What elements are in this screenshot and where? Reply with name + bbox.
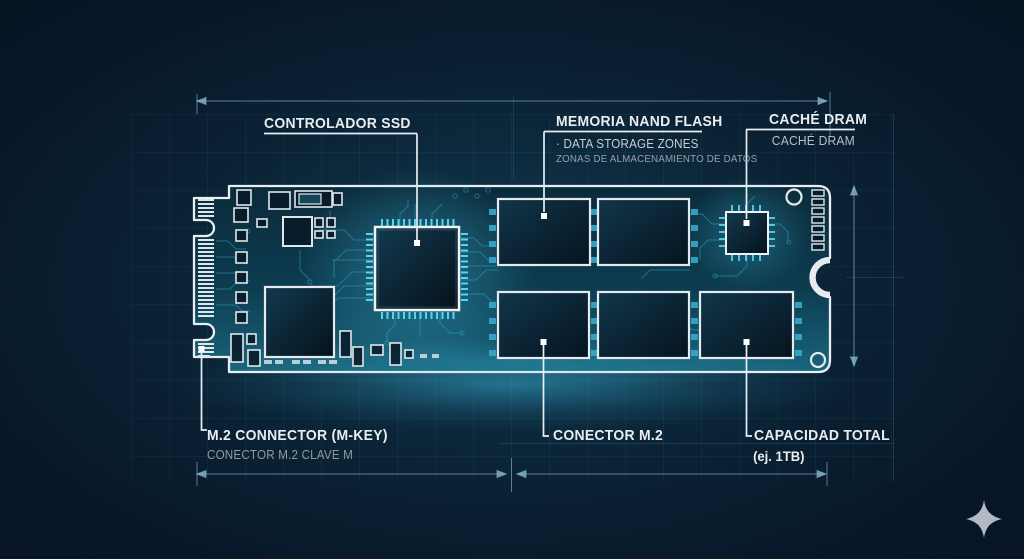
label-m2-key: M.2 CONNECTOR (M-KEY) CONECTOR M.2 CLAVE…	[207, 427, 388, 462]
solder-ticks	[264, 354, 439, 364]
grid-accent-horizontal	[500, 443, 893, 444]
label-m2-key-subtitle: CONECTOR M.2 CLAVE M	[207, 448, 354, 462]
sparkle-icon	[966, 500, 1002, 538]
label-dram-title: CACHÉ DRAM	[769, 111, 868, 128]
label-capacity-subtitle: (ej. 1TB)	[753, 448, 805, 464]
leader-dots	[198, 213, 750, 352]
passive-components	[230, 189, 825, 367]
label-dram-subtitle: CACHÉ DRAM	[771, 133, 855, 148]
grid-accent-midline	[846, 277, 903, 278]
label-nand-subtitle-en: · DATA STORAGE ZONES	[556, 137, 699, 151]
label-controller-title: CONTROLADOR SSD	[264, 115, 411, 132]
label-nand: MEMORIA NAND FLASH · DATA STORAGE ZONES …	[556, 113, 757, 165]
label-m2-key-title: M.2 CONNECTOR (M-KEY)	[207, 427, 388, 444]
edge-connector-fingers	[198, 199, 214, 357]
label-m2-conn-title: CONECTOR M.2	[553, 427, 664, 444]
label-nand-subtitle-es: ZONAS DE ALMACENAMIENTO DE DATOS	[556, 153, 758, 165]
label-capacity: CAPACIDAD TOTAL (ej. 1TB)	[753, 427, 890, 464]
mounting-holes	[785, 188, 831, 369]
grid-accent-vertical	[513, 96, 514, 180]
label-capacity-title: CAPACIDAD TOTAL	[754, 427, 890, 444]
aux-chip	[263, 285, 336, 359]
label-dram: CACHÉ DRAM CACHÉ DRAM	[769, 111, 867, 148]
label-nand-title: MEMORIA NAND FLASH	[556, 113, 723, 130]
nand-side-pads	[489, 209, 802, 356]
leader-lines	[200, 128, 855, 437]
